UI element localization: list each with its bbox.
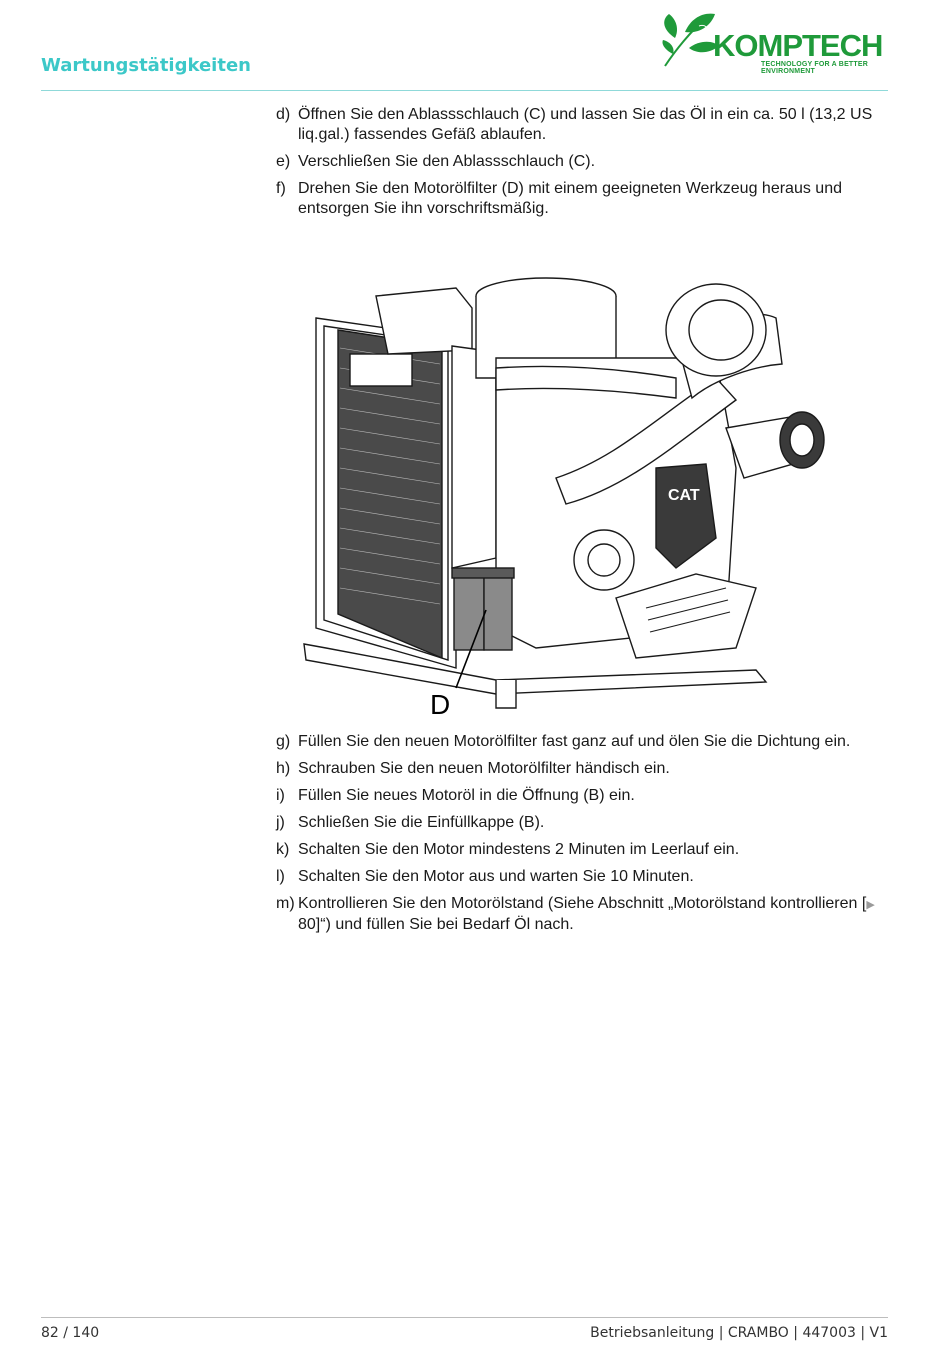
list-item: j) Schließen Sie die Einfüllkappe (B). xyxy=(276,813,896,833)
page-reference-arrow-icon: ▶ xyxy=(866,899,875,911)
step-text: Drehen Sie den Motorölfilter (D) mit ein… xyxy=(298,180,842,217)
komptech-logo: KOMPTECH TECHNOLOGY FOR A BETTER ENVIRON… xyxy=(655,6,895,75)
list-item: h) Schrauben Sie den neuen Motorölfilter… xyxy=(276,759,896,779)
step-marker: i) xyxy=(276,787,285,804)
list-item: f) Drehen Sie den Motorölfilter (D) mit … xyxy=(276,179,896,219)
step-text: Schließen Sie die Einfüllkappe (B). xyxy=(298,814,545,831)
callout-label-d: D xyxy=(430,689,450,718)
step-text-part: Kontrollieren Sie den Motorölstand (Sieh… xyxy=(298,895,867,912)
step-text: Schalten Sie den Motor mindestens 2 Minu… xyxy=(298,841,740,858)
list-item: d) Öffnen Sie den Ablassschlauch (C) und… xyxy=(276,105,896,145)
step-marker: h) xyxy=(276,760,291,777)
step-text: Füllen Sie den neuen Motorölfilter fast … xyxy=(298,733,851,750)
step-text-part: “) und füllen Sie bei Bedarf Öl nach. xyxy=(320,916,574,933)
steps-bottom-list: g) Füllen Sie den neuen Motorölfilter fa… xyxy=(276,732,896,942)
step-text: Füllen Sie neues Motoröl in die Öffnung … xyxy=(298,787,635,804)
document-info: Betriebsanleitung | CRAMBO | 447003 | V1 xyxy=(590,1325,888,1341)
steps-top-list: d) Öffnen Sie den Ablassschlauch (C) und… xyxy=(276,105,896,226)
step-marker: d) xyxy=(276,106,291,123)
logo-wordmark: KOMPTECH xyxy=(713,28,883,63)
list-item: k) Schalten Sie den Motor mindestens 2 M… xyxy=(276,840,896,860)
step-marker: e) xyxy=(276,153,291,170)
engine-drawing-icon: D CAT xyxy=(303,277,825,720)
section-title: Wartungstätigkeiten xyxy=(41,55,251,76)
list-item: i) Füllen Sie neues Motoröl in die Öffnu… xyxy=(276,786,896,806)
list-item: l) Schalten Sie den Motor aus und warten… xyxy=(276,867,896,887)
step-text: Schrauben Sie den neuen Motorölfilter hä… xyxy=(298,760,670,777)
step-text: Öffnen Sie den Ablassschlauch (C) und la… xyxy=(298,106,873,143)
step-text: Kontrollieren Sie den Motorölstand (Sieh… xyxy=(298,894,896,935)
footer-divider xyxy=(41,1317,888,1318)
list-item: e) Verschließen Sie den Ablassschlauch (… xyxy=(276,152,896,172)
page-number: 82 / 140 xyxy=(41,1325,100,1341)
step-marker: l) xyxy=(276,868,285,885)
step-marker: j) xyxy=(276,814,285,831)
step-marker: g) xyxy=(276,733,291,750)
logo-tagline: TECHNOLOGY FOR A BETTER ENVIRONMENT xyxy=(761,61,869,75)
step-text: Schalten Sie den Motor aus und warten Si… xyxy=(298,868,694,885)
step-marker: k) xyxy=(276,841,290,858)
header-divider xyxy=(41,90,888,91)
list-item: m) Kontrollieren Sie den Motorölstand (S… xyxy=(276,894,896,935)
step-marker: m) xyxy=(276,895,295,912)
list-item: g) Füllen Sie den neuen Motorölfilter fa… xyxy=(276,732,896,752)
step-marker: f) xyxy=(276,180,286,197)
leaf-logo-icon xyxy=(662,13,719,67)
page-reference-link[interactable]: 80] xyxy=(298,916,321,933)
engine-badge: CAT xyxy=(668,487,700,504)
engine-illustration: D CAT xyxy=(296,268,841,720)
step-text: Verschließen Sie den Ablassschlauch (C). xyxy=(298,153,596,170)
